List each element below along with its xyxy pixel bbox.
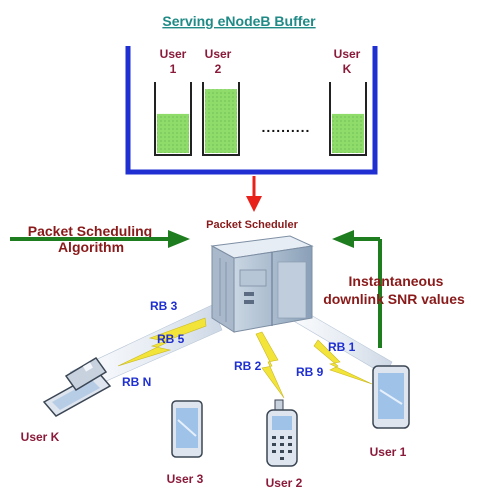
queue-ellipsis: ..........	[262, 119, 311, 135]
algorithm-label-line2: Algorithm	[58, 239, 124, 255]
queue-user-2	[202, 82, 240, 156]
snr-arrow	[332, 230, 382, 348]
algorithm-arrow	[10, 230, 190, 248]
lightning-to-user-2-icon	[255, 331, 285, 399]
rb2-label: RB 2	[234, 359, 262, 373]
queue-user-2-fill	[205, 89, 237, 153]
rb9-label: RB 9	[296, 365, 324, 379]
lightning-to-user-k-icon	[117, 317, 207, 367]
rb1-label: RB 1	[328, 340, 356, 354]
rbn-label: RB N	[122, 375, 151, 389]
queue-user-1-label-line1: User	[160, 47, 187, 61]
queue-user-1-fill	[157, 113, 189, 153]
rb5-label: RB 5	[157, 332, 185, 346]
buffer-to-scheduler-arrow	[246, 176, 262, 212]
scheduler-label: Packet Scheduler	[206, 219, 298, 231]
queue-user-2-label-line1: User	[205, 47, 232, 61]
user-3-label: User 3	[167, 472, 204, 486]
packet-scheduler-server	[210, 235, 314, 333]
user-k-label: User K	[21, 430, 60, 444]
queue-user-k-label-line1: User	[334, 47, 361, 61]
lightning-to-user-1-icon	[313, 339, 373, 385]
lightning-bolts	[117, 317, 373, 399]
buffer-title: Serving eNodeB Buffer	[162, 13, 316, 29]
user-2-label: User 2	[266, 476, 303, 490]
user-1-label: User 1	[370, 445, 407, 459]
user-2-keypad-phone-icon	[266, 399, 298, 467]
user-3-tablet-icon	[171, 400, 203, 458]
queue-user-k-label-line2: K	[343, 62, 352, 76]
rb3-label: RB 3	[150, 299, 178, 313]
queue-user-k	[329, 82, 367, 156]
queue-user-1-label-line2: 1	[170, 62, 177, 76]
queue-user-2-label-line2: 2	[215, 62, 222, 76]
buffer-container	[125, 46, 378, 175]
user-k-phone-icon	[42, 357, 112, 417]
queue-user-1	[154, 82, 192, 156]
user-1-tablet-icon	[372, 365, 410, 429]
algorithm-label-line1: Packet Scheduling	[28, 223, 152, 239]
snr-label-line2: downlink SNR values	[323, 291, 465, 307]
snr-label-line1: Instantaneous	[349, 273, 444, 289]
queue-user-k-fill	[332, 113, 364, 153]
